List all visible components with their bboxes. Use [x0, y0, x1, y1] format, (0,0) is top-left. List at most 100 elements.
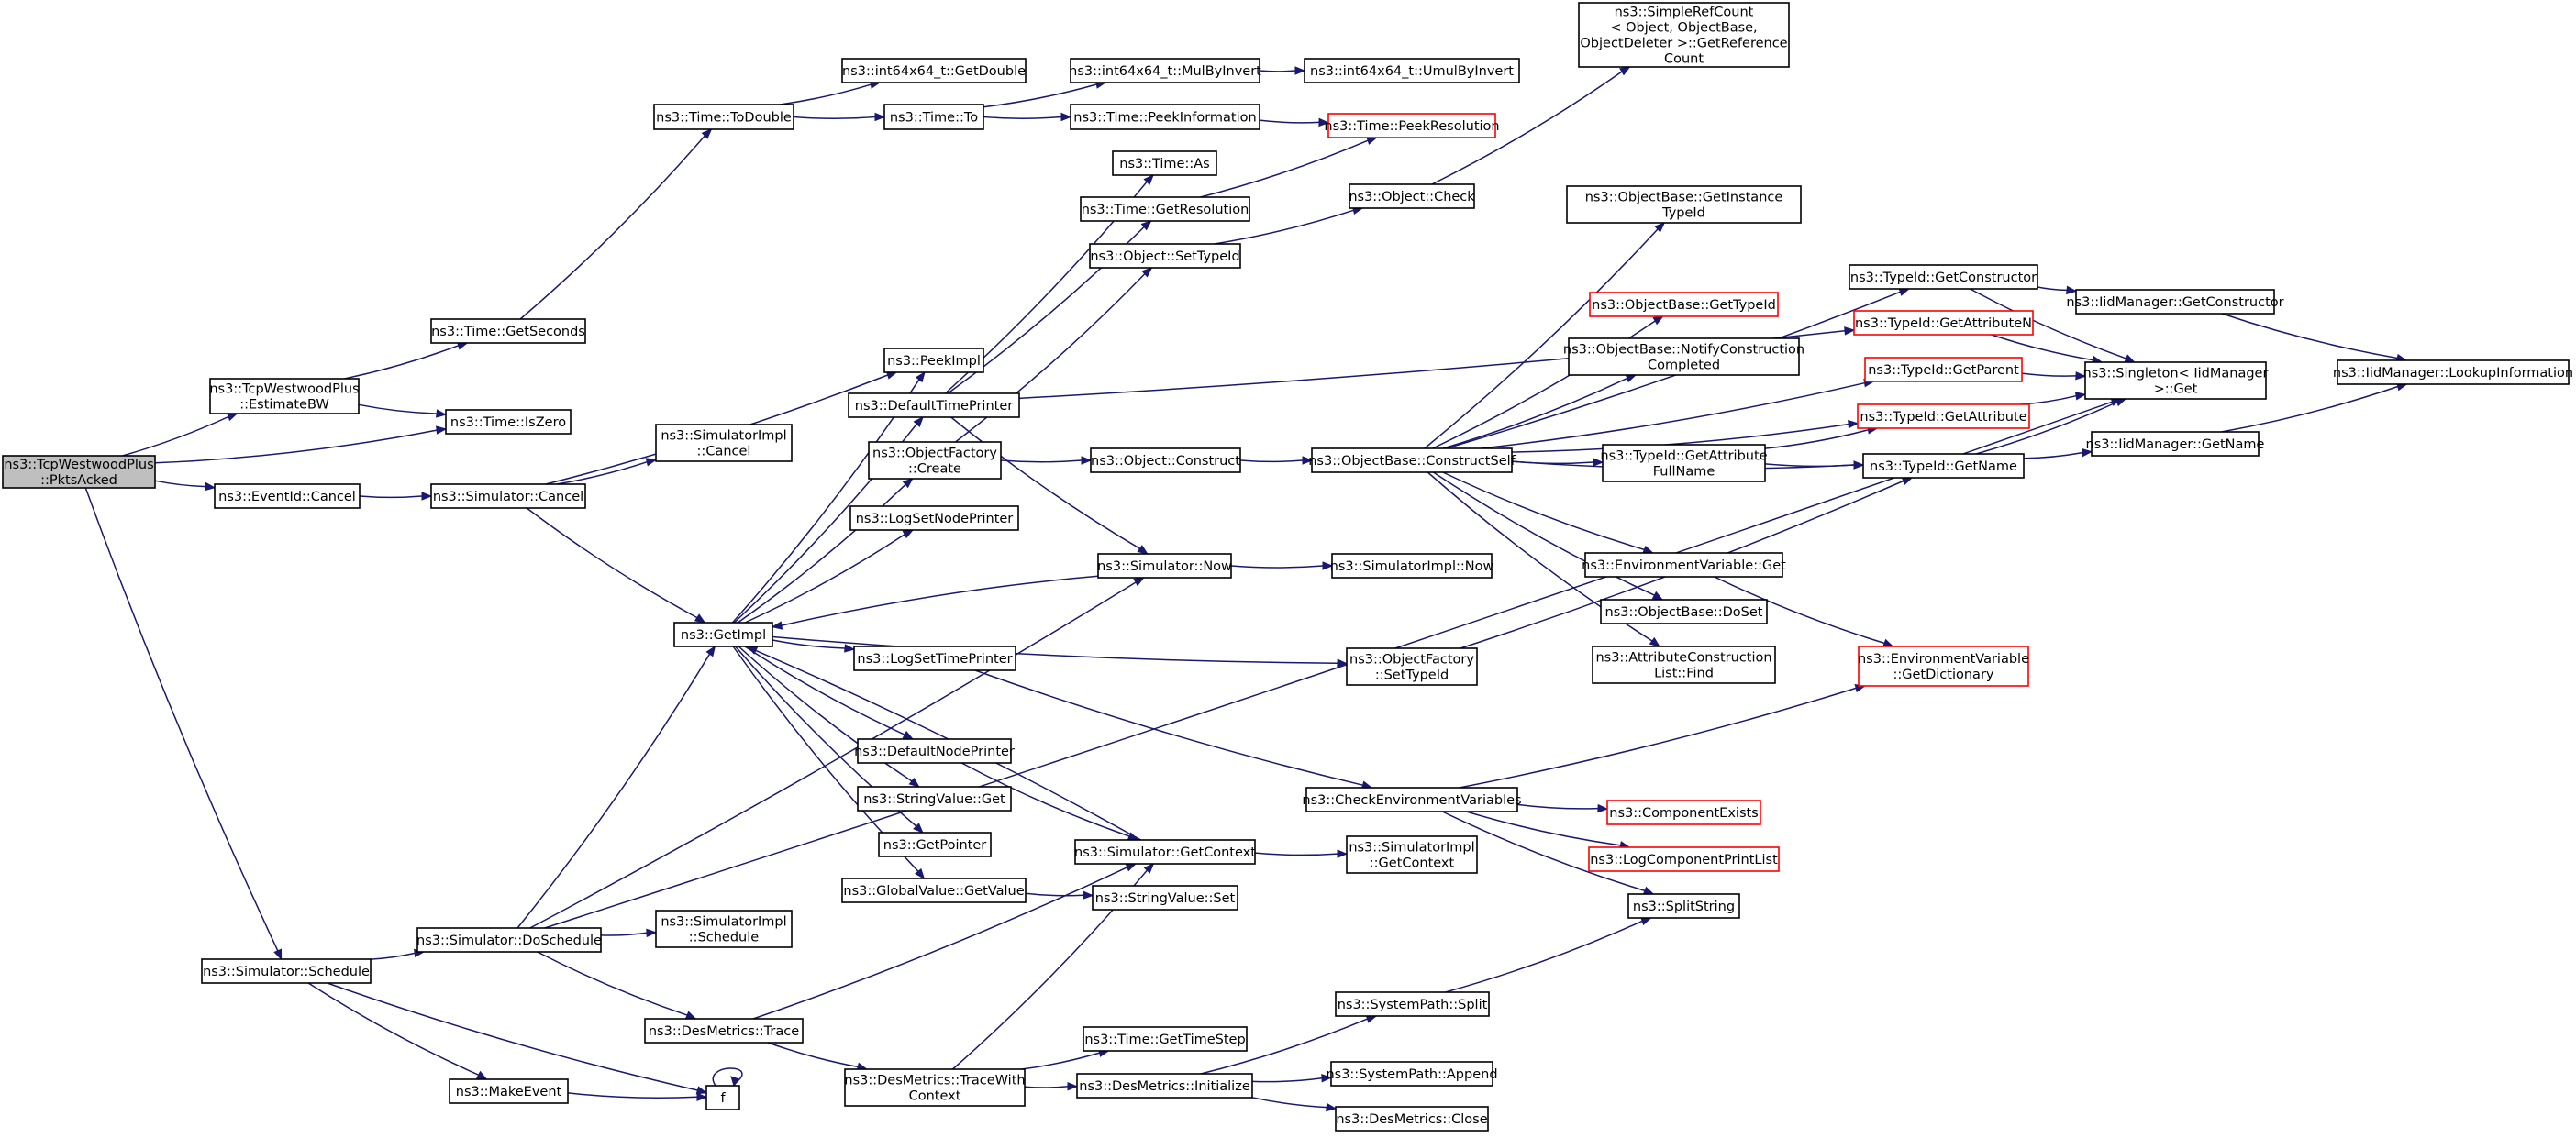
node-constructself[interactable]: ns3::ObjectBase::ConstructSelf: [1308, 447, 1516, 473]
edge-todouble-to-timeto: [793, 112, 886, 122]
edge-arrowhead: [646, 928, 658, 938]
edge-arrowhead: [902, 730, 915, 740]
node-splitstring[interactable]: ns3::SplitString: [1627, 893, 1740, 919]
node-typeidgetname[interactable]: ns3::TypeId::GetName: [1862, 453, 2025, 479]
node-gettimestep[interactable]: ns3::Time::GetTimeStep: [1083, 1026, 1248, 1052]
node-getparent[interactable]: ns3::TypeId::GetParent: [1864, 357, 2023, 382]
node-fnode[interactable]: f: [705, 1085, 740, 1110]
node-simgetcontext[interactable]: ns3::Simulator::GetContext: [1074, 839, 1256, 865]
node-checkenv[interactable]: ns3::CheckEnvironmentVariables: [1302, 787, 1522, 812]
edge-typeidgetname-to-iidgetname: [2023, 447, 2093, 459]
node-globalvalueget[interactable]: ns3::GlobalValue::GetValue: [841, 878, 1027, 903]
node-envget[interactable]: ns3::EnvironmentVariable::Get: [1582, 552, 1786, 578]
edge-getimpl-to-logsetnodeprinter: [744, 529, 915, 624]
edge-envget-to-envgetdictionary: [1714, 576, 1894, 647]
node-logsetnodeprinter[interactable]: ns3::LogSetNodePrinter: [849, 505, 1019, 531]
node-stringvalueset[interactable]: ns3::StringValue::Set: [1092, 885, 1238, 911]
edge-doschedule-to-simnow: [529, 577, 1145, 929]
node-lookupinfo[interactable]: ns3::IidManager::LookupInformation: [2333, 359, 2573, 385]
node-timeto[interactable]: ns3::Time::To: [883, 104, 984, 130]
edge-line: [1714, 576, 1885, 645]
edge-pktsacked-to-estimatebw: [122, 413, 239, 457]
node-peekresolution[interactable]: ns3::Time::PeekResolution: [1324, 113, 1500, 138]
edge-line: [1254, 852, 1338, 856]
node-singletonget[interactable]: ns3::Singleton< IidManager>::Get: [2083, 361, 2269, 400]
node-pktsacked[interactable]: ns3::TcpWestwoodPlus::PktsAcked: [2, 455, 156, 489]
node-simimplgetcontext[interactable]: ns3::SimulatorImpl::GetContext: [1346, 835, 1478, 874]
node-umulbyinvert[interactable]: ns3::int64x64_t::UmulByInvert: [1304, 58, 1520, 83]
node-makeevent[interactable]: ns3::MakeEvent: [449, 1078, 569, 1104]
node-simplerefcount[interactable]: ns3::SimpleRefCount< Object, ObjectBase,…: [1578, 2, 1790, 68]
node-peekinformation[interactable]: ns3::Time::PeekInformation: [1070, 104, 1260, 130]
node-logsettimeprinter[interactable]: ns3::LogSetTimePrinter: [853, 646, 1016, 671]
node-label: ns3::StringValue::Set: [1095, 891, 1236, 906]
node-getattribute[interactable]: ns3::TypeId::GetAttribute: [1857, 403, 2030, 429]
node-getattributen[interactable]: ns3::TypeId::GetAttributeN: [1853, 310, 2034, 336]
node-iidgetconstructor[interactable]: ns3::IidManager::GetConstructor: [2066, 289, 2284, 315]
node-objfactorycreate[interactable]: ns3::ObjectFactory::Create: [868, 441, 1002, 480]
edge-arrowhead: [1844, 326, 1856, 336]
edge-arrowhead: [771, 621, 783, 630]
node-doschedule[interactable]: ns3::Simulator::DoSchedule: [416, 927, 602, 953]
node-schedule[interactable]: ns3::Simulator::Schedule: [201, 958, 372, 984]
node-objconstruct[interactable]: ns3::Object::Construct: [1090, 447, 1241, 473]
node-getconstructor[interactable]: ns3::TypeId::GetConstructor: [1849, 264, 2038, 290]
node-defaulttimeprinter[interactable]: ns3::DefaultTimePrinter: [848, 392, 1020, 418]
node-simnow[interactable]: ns3::Simulator::Now: [1097, 553, 1232, 579]
node-componentexists[interactable]: ns3::ComponentExists: [1606, 800, 1761, 825]
node-getdouble[interactable]: ns3::int64x64_t::GetDouble: [841, 58, 1027, 83]
edge-desmetricstrace-to-tracewithcontext: [767, 1042, 869, 1071]
node-getseconds[interactable]: ns3::Time::GetSeconds: [430, 318, 586, 344]
node-logcompprintlist[interactable]: ns3::LogComponentPrintList: [1588, 846, 1780, 872]
edge-arrowhead: [1625, 374, 1638, 383]
node-desclose[interactable]: ns3::DesMetrics::Close: [1335, 1106, 1489, 1132]
node-timeas[interactable]: ns3::Time::As: [1112, 150, 1217, 176]
edge-line: [1431, 71, 1623, 185]
node-peekimpl[interactable]: ns3::PeekImpl: [883, 348, 984, 373]
node-desinit[interactable]: ns3::DesMetrics::Initialize: [1076, 1073, 1253, 1099]
node-objsettypeid[interactable]: ns3::Object::SetTypeId: [1089, 243, 1241, 269]
node-todouble[interactable]: ns3::Time::ToDouble: [653, 104, 794, 130]
node-syspathappend[interactable]: ns3::SystemPath::Append: [1326, 1061, 1498, 1087]
node-iszero[interactable]: ns3::Time::IsZero: [445, 409, 572, 435]
node-defaultnodeprinter[interactable]: ns3::DefaultNodePrinter: [854, 738, 1015, 764]
edge-arrowhead: [730, 1076, 740, 1088]
node-box: [1331, 553, 1493, 579]
edge-line: [1459, 687, 1857, 789]
node-notifyconstruction[interactable]: ns3::ObjectBase::NotifyConstructionCompl…: [1563, 337, 1804, 376]
node-stringvalueget[interactable]: ns3::StringValue::Get: [857, 786, 1012, 812]
node-simimplnow[interactable]: ns3::SimulatorImpl::Now: [1330, 553, 1494, 579]
node-estimatebw[interactable]: ns3::TcpWestwoodPlus::EstimateBW: [209, 378, 360, 414]
node-label: ns3::IidManager::GetConstructor: [2066, 295, 2283, 310]
node-label: ns3::Simulator::DoSchedule: [416, 934, 602, 948]
edge-line: [2023, 451, 2083, 459]
node-envgetdictionary[interactable]: ns3::EnvironmentVariable::GetDictionary: [1858, 646, 2029, 687]
node-label: ns3::TcpWestwoodPlus: [4, 458, 153, 472]
edge-line: [84, 487, 279, 952]
edge-line: [1466, 811, 1621, 846]
node-simimplschedule[interactable]: ns3::SimulatorImpl::Schedule: [655, 910, 793, 948]
node-eventidcancel[interactable]: ns3::EventId::Cancel: [214, 483, 361, 509]
node-objfactorysettypeid[interactable]: ns3::ObjectFactory::SetTypeId: [1346, 647, 1478, 686]
node-iidgetname[interactable]: ns3::IidManager::GetName: [2086, 431, 2265, 457]
edge-schedule-to-fnode: [327, 982, 708, 1095]
node-mulbyinvert[interactable]: ns3::int64x64_t::MulByInvert: [1069, 58, 1261, 83]
node-getimpl[interactable]: ns3::GetImpl: [673, 622, 773, 647]
node-box: [1606, 800, 1761, 825]
node-simimplcancel[interactable]: ns3::SimulatorImpl::Cancel: [655, 424, 793, 462]
node-desmetricstrace[interactable]: ns3::DesMetrics::Trace: [644, 1018, 804, 1044]
node-getresolution[interactable]: ns3::Time::GetResolution: [1080, 196, 1250, 222]
node-doset[interactable]: ns3::ObjectBase::DoSet: [1600, 599, 1768, 624]
edge-line: [1214, 209, 1354, 245]
edge-getimpl-to-objfactorysettypeid: [772, 635, 1349, 668]
node-label: ObjectDeleter >::GetReference: [1580, 37, 1787, 51]
node-syspathsplit[interactable]: ns3::SystemPath::Split: [1335, 991, 1490, 1017]
node-simcancel[interactable]: ns3::Simulator::Cancel: [430, 483, 586, 509]
node-obgettypeid[interactable]: ns3::ObjectBase::GetTypeId: [1589, 292, 1779, 317]
node-getpointer[interactable]: ns3::GetPointer: [878, 832, 992, 857]
node-objcheck[interactable]: ns3::Object::Check: [1349, 183, 1475, 209]
